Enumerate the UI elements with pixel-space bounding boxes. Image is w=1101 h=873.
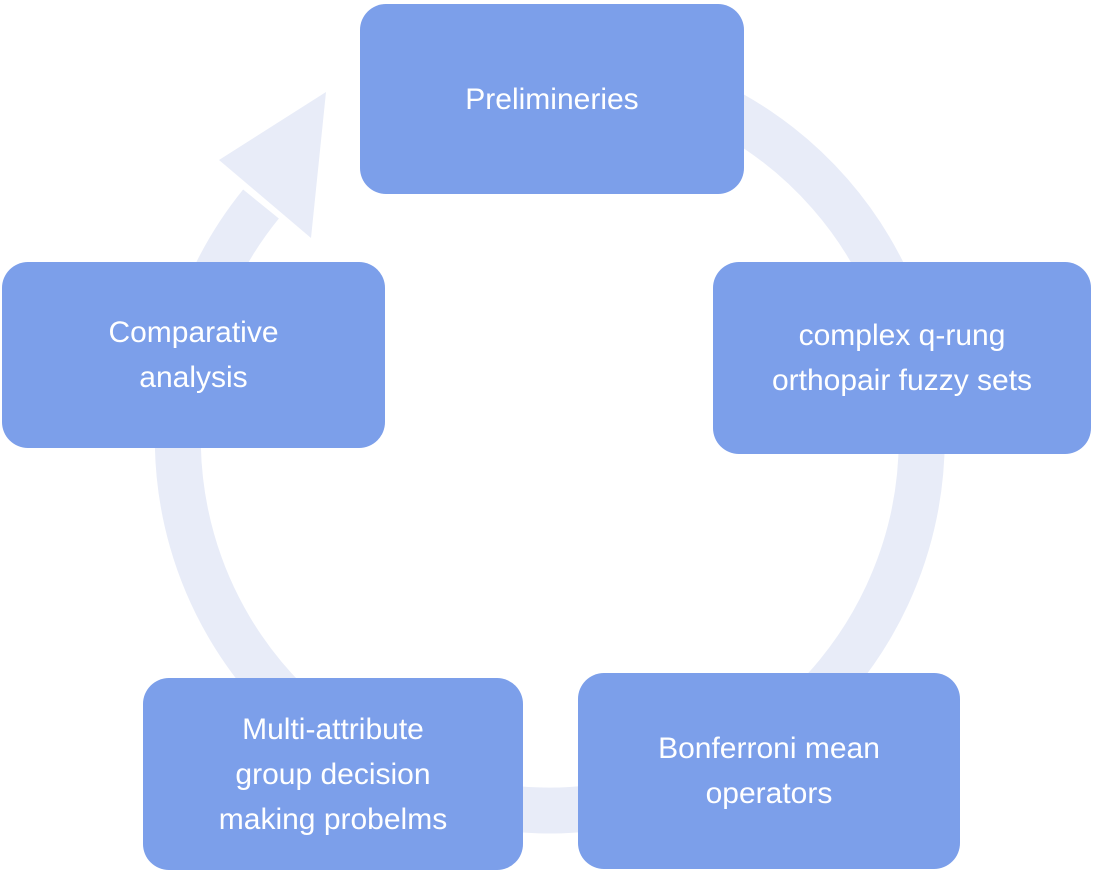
- node-label: Multi-attribute group decision making pr…: [218, 712, 448, 836]
- node-bonferroni-mean-operators: Bonferroni mean operators: [578, 673, 960, 869]
- arrow-head-icon: [219, 92, 326, 238]
- node-label: Comparative analysis: [108, 316, 279, 394]
- node-complex-q-rung-orthopair-fuzzy-sets: complex q-rung orthopair fuzzy sets: [713, 262, 1091, 454]
- node-preliminaries: Prelimineries: [360, 4, 744, 194]
- node-label: Bonferroni mean operators: [658, 732, 880, 810]
- node-comparative-analysis: Comparative analysis: [2, 262, 385, 448]
- node-multi-attribute-group-decision-making: Multi-attribute group decision making pr…: [143, 678, 523, 870]
- node-label: Prelimineries: [465, 82, 639, 116]
- node-label: complex q-rung orthopair fuzzy sets: [771, 319, 1033, 397]
